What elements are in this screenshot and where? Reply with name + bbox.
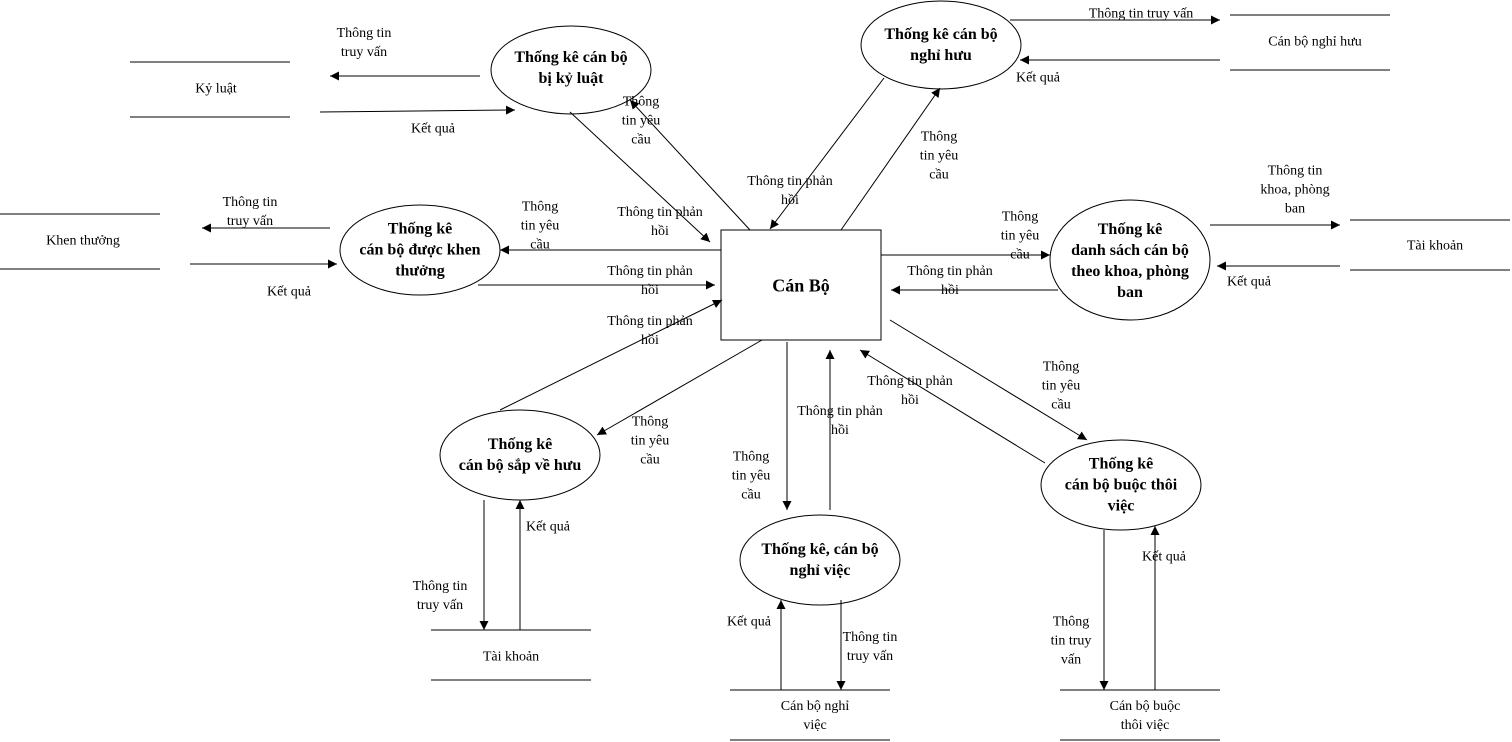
label-sh-result: Kết quả — [526, 519, 570, 535]
process-nghi-viec: Thống kê, cán bộ nghỉ việc — [761, 541, 879, 579]
label-kt-query: Thông tin truy vấn — [222, 195, 278, 229]
process-nghi-huu-ellipse — [860, 0, 1022, 90]
store-nghi-viec: Cán bộ nghỉ việc — [780, 699, 850, 733]
store-tai-khoan-bottom-lines — [431, 629, 591, 681]
label-kt-request: Thông tin yêu cầu — [520, 199, 560, 253]
store-ky-luat: Kỷ luật — [195, 81, 237, 97]
label-sh-query: Thông tin truy vấn — [412, 579, 468, 613]
label-bt-query: Thông tin truy vấn — [1050, 614, 1092, 668]
store-nghi-huu-lines — [1230, 14, 1390, 71]
label-sh-response: Thông tin phản hồi — [607, 314, 693, 348]
label-nv-result: Kết quả — [727, 614, 771, 630]
process-sap-ve-huu: Thống kê cán bộ sắp về hưu — [458, 436, 582, 474]
store-tai-khoan-bottom: Tài khoản — [482, 649, 540, 665]
label-kl-request: Thông tin yêu cầu — [621, 94, 661, 148]
label-nv-query: Thông tin truy vấn — [842, 630, 898, 664]
process-buoc-thoi-viec: Thống kê cán bộ buộc thôi việc — [1064, 455, 1178, 515]
store-buoc-thoi-viec: Cán bộ buộc thôi việc — [1109, 699, 1181, 733]
label-kh-response: Thông tin phản hồi — [907, 264, 993, 298]
label-kl-query: Thông tin truy vấn — [336, 26, 392, 60]
label-nh-result: Kết quả — [1016, 70, 1060, 86]
label-nh-request: Thông tin yêu cầu — [919, 129, 959, 183]
store-ky-luat-lines — [130, 61, 290, 118]
process-khen-thuong: Thống kê cán bộ được khen thưởng — [359, 220, 481, 280]
process-ky-luat: Thống kê cán bộ bị kỷ luật — [514, 49, 628, 87]
store-khen-thuong: Khen thưởng — [46, 233, 120, 249]
can-bo-entity-label: Cán Bộ — [772, 275, 830, 296]
arrow-nh-response — [769, 77, 885, 230]
arrow-kl-request — [629, 99, 751, 231]
label-nh-response: Thông tin phản hồi — [747, 174, 833, 208]
store-nghi-viec-lines — [730, 689, 890, 741]
label-bt-result: Kết quả — [1142, 549, 1186, 565]
arrow-kl-response — [569, 111, 711, 243]
store-tai-khoan-right-lines — [1350, 219, 1510, 271]
label-nv-request: Thông tin yêu cầu — [731, 449, 771, 503]
arrow-bt-response — [859, 349, 1046, 464]
label-bt-request: Thông tin yêu cầu — [1041, 359, 1081, 413]
arrow-nh-request — [840, 87, 941, 231]
label-nh-query: Thông tin truy vấn — [1088, 6, 1194, 22]
store-nghi-huu: Cán bộ nghỉ hưu — [1268, 34, 1362, 50]
label-kt-response: Thông tin phản hồi — [607, 264, 693, 298]
process-ky-luat-ellipse — [490, 25, 652, 115]
store-buoc-thoi-viec-lines — [1060, 689, 1220, 741]
process-khoa-phong-ban: Thống kê danh sách cán bộ theo khoa, phò… — [1071, 221, 1189, 301]
process-nghi-viec-ellipse — [739, 514, 901, 606]
arrow-kl-result — [319, 105, 516, 115]
arrow-sh-response — [499, 299, 723, 411]
label-kt-result: Kết quả — [267, 284, 311, 300]
label-bt-response: Thông tin phản hồi — [867, 374, 953, 408]
process-khoa-phong-ban-ellipse — [1049, 199, 1211, 321]
store-tai-khoan-right: Tài khoản — [1406, 238, 1464, 254]
can-bo-entity-box — [720, 229, 882, 341]
label-kh-query: Thông tin khoa, phòng ban — [1260, 163, 1330, 217]
label-sh-request: Thông tin yêu cầu — [630, 414, 670, 468]
label-nv-response: Thông tin phản hồi — [797, 404, 883, 438]
arrow-bt-request — [889, 319, 1088, 441]
label-kh-result: Kết quả — [1227, 274, 1271, 290]
process-nghi-huu: Thống kê cán bộ nghỉ hưu — [884, 26, 998, 64]
process-buoc-thoi-viec-ellipse — [1040, 439, 1202, 531]
label-kl-result: Kết quả — [411, 121, 455, 137]
store-khen-thuong-lines — [0, 213, 160, 270]
label-kh-request: Thông tin yêu cầu — [1000, 209, 1040, 263]
label-kl-response: Thông tin phản hồi — [617, 205, 703, 239]
arrow-sh-request — [596, 339, 763, 436]
